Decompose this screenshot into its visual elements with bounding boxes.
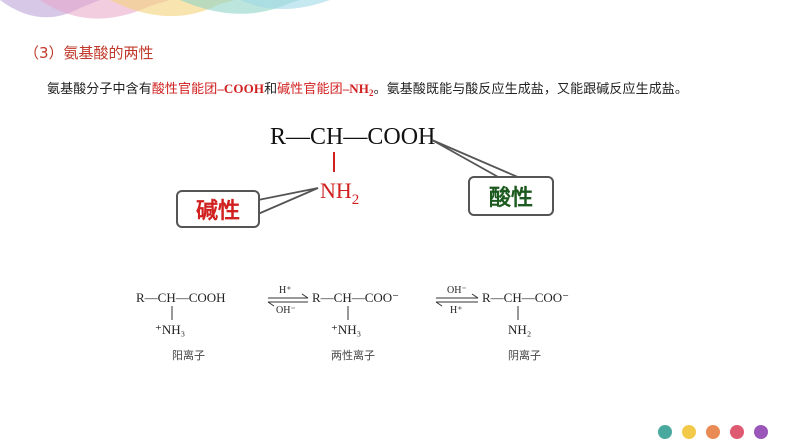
dot-3 (706, 425, 720, 439)
intro-text-2: 和 (264, 82, 278, 97)
cation-label: 阳离子 (172, 348, 205, 362)
dot-1 (658, 425, 672, 439)
arrow2-bottom-label: H⁺ (450, 305, 463, 316)
dot-5 (754, 425, 768, 439)
dot-4 (730, 425, 744, 439)
acidic-callout-pointer (431, 139, 521, 179)
arrow2-top-label: OH⁻ (447, 285, 467, 296)
acidic-callout: 酸性 (468, 176, 554, 216)
cation-chain: R—CH—COOH (136, 290, 226, 305)
basic-callout: 碱性 (176, 190, 260, 228)
base-group-formula: –NH2 (342, 81, 374, 98)
section-heading: （3）氨基酸的两性 (24, 44, 154, 62)
header-decoration (0, 0, 330, 19)
zwitterion-amino: ⁺NH₃ (331, 322, 361, 337)
zwitterion-chain: R—CH—COO⁻ (312, 290, 399, 305)
dot-2 (682, 425, 696, 439)
decorative-dots (658, 425, 768, 439)
intro-text-3: 。氨基酸既能与酸反应生成盐，又能跟碱反应生成盐。 (373, 82, 689, 97)
acid-group-label: 酸性官能团 (151, 82, 218, 97)
anion-label: 阴离子 (508, 348, 541, 362)
amino-formula: NH2 (320, 178, 359, 208)
zwitterion-label: 两性离子 (331, 348, 375, 362)
intro-paragraph: 氨基酸分子中含有酸性官能团–COOH和碱性官能团–NH2。氨基酸既能与酸反应生成… (47, 78, 688, 98)
anion-amino: NH₂ (508, 322, 531, 337)
acid-group-formula: –COOH (217, 81, 265, 96)
cation-amino: ⁺NH₃ (155, 322, 185, 337)
anion-chain: R—CH—COO⁻ (482, 290, 569, 305)
arrow1-bottom-label: OH⁻ (276, 305, 296, 316)
base-group-label: 碱性官能团 (277, 82, 343, 97)
main-chain-formula: R—CH—COOH (270, 124, 435, 150)
intro-text-1: 氨基酸分子中含有 (47, 82, 152, 97)
basic-callout-pointer (257, 187, 319, 215)
arrow1-top-label: H⁺ (279, 285, 292, 296)
